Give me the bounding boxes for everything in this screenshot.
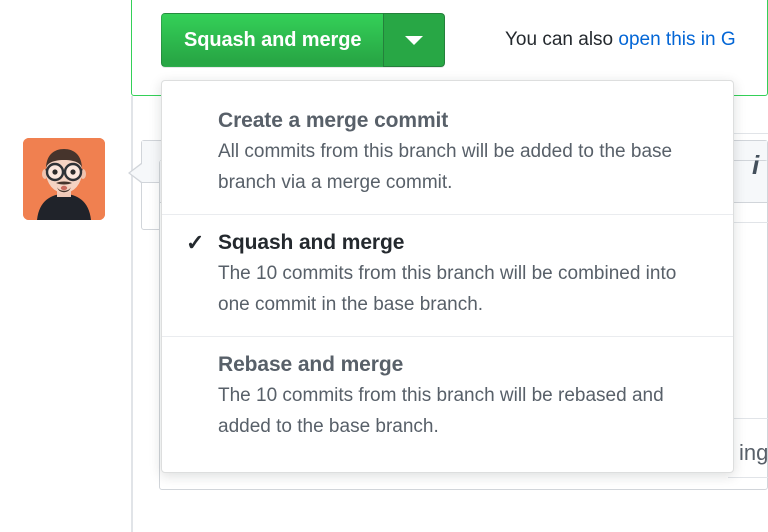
timeline-rail	[131, 96, 133, 532]
menu-item-squash-and-merge[interactable]: ✓ Squash and merge The 10 commits from t…	[162, 214, 733, 336]
avatar-illustration-icon	[23, 138, 105, 220]
menu-item-title: Rebase and merge	[218, 353, 404, 376]
helper-text-prefix: You can also	[505, 29, 619, 50]
menu-item-title: Squash and merge	[218, 231, 405, 254]
background-rule-mid	[728, 222, 768, 223]
occluded-text-right-lower: ing	[739, 440, 768, 465]
check-icon: ✓	[186, 230, 205, 255]
helper-text: You can also open this in G	[505, 29, 736, 51]
merge-method-dropdown-menu: Create a merge commit All commits from t…	[161, 80, 734, 473]
merge-button-group: Squash and merge	[161, 13, 446, 67]
avatar[interactable]	[23, 138, 105, 220]
menu-item-create-merge-commit[interactable]: Create a merge commit All commits from t…	[162, 93, 733, 214]
chevron-down-icon	[405, 35, 424, 45]
merge-options-dropdown-button[interactable]	[383, 13, 446, 67]
menu-item-title: Create a merge commit	[218, 109, 449, 132]
squash-and-merge-button[interactable]: Squash and merge	[161, 13, 384, 67]
comment-caret-fill-icon	[130, 164, 142, 182]
menu-item-description: All commits from this branch will be add…	[218, 141, 673, 193]
menu-item-description: The 10 commits from this branch will be …	[218, 385, 664, 437]
menu-item-description: The 10 commits from this branch will be …	[218, 263, 677, 315]
menu-item-rebase-and-merge[interactable]: Rebase and merge The 10 commits from thi…	[162, 336, 733, 458]
background-rule-lower	[728, 418, 768, 419]
background-rule-top	[728, 133, 768, 134]
background-rule-bottom	[728, 477, 768, 478]
occluded-text-right-upper: i	[752, 150, 760, 180]
open-in-github-desktop-link[interactable]: open this in G	[618, 29, 736, 50]
